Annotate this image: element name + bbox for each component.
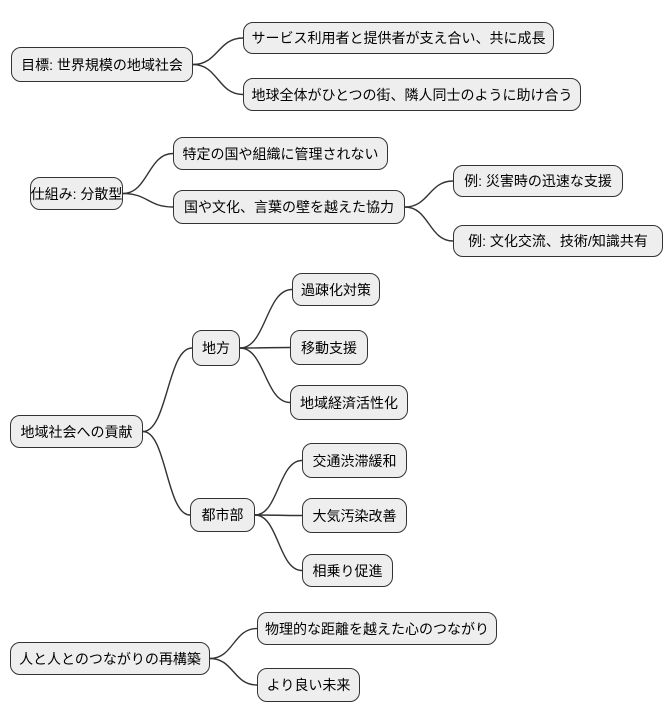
node-mechanism-no-central-control: 特定の国や組織に管理されない — [173, 137, 388, 170]
edge-mechanism-to-cooperation — [122, 192, 174, 208]
edge-rural-to-mobility — [239, 346, 291, 349]
node-urban-air-pollution: 大気汚染改善 — [302, 498, 407, 533]
edge-contribution-to-urban — [142, 430, 191, 516]
node-rural: 地方 — [192, 330, 240, 366]
node-rural-economy: 地域経済活性化 — [290, 385, 408, 420]
node-connection-beyond-distance: 物理的な距離を越えた心のつながり — [257, 612, 497, 645]
node-urban: 都市部 — [190, 498, 255, 532]
edge-urban-to-traffic — [254, 459, 303, 516]
edge-mechanism-to-no-central-control — [122, 152, 174, 195]
edge-cooperation-to-cultural-exchange — [404, 206, 454, 242]
edge-contribution-to-rural — [142, 347, 193, 433]
edge-urban-to-air-pollution — [254, 514, 303, 517]
node-rural-depopulation: 過疎化対策 — [292, 273, 380, 306]
node-mechanism: 仕組み: 分散型 — [30, 177, 123, 210]
node-urban-ridesharing: 相乗り促進 — [302, 554, 393, 587]
edge-connection-to-beyond-distance — [209, 627, 258, 660]
node-rural-mobility-support: 移動支援 — [290, 330, 368, 365]
node-community-contribution: 地域社会への貢献 — [10, 415, 143, 448]
edge-goal-to-mutual-growth — [192, 37, 244, 66]
edge-rural-to-depopulation — [239, 288, 293, 349]
edge-goal-to-global-town — [192, 63, 244, 96]
edge-connection-to-better-future — [209, 657, 258, 686]
node-goal-mutual-growth: サービス利用者と提供者が支え合い、共に成長 — [243, 22, 554, 54]
node-goal-global-town: 地球全体がひとつの街、隣人同士のように助け合う — [243, 78, 581, 111]
node-example-disaster-support: 例: 災害時の迅速な支援 — [453, 165, 623, 197]
node-human-connection: 人と人とのつながりの再構築 — [10, 642, 210, 675]
edge-urban-to-ridesharing — [254, 514, 303, 572]
node-mechanism-cross-border-cooperation: 国や文化、言葉の壁を越えた協力 — [173, 190, 405, 224]
node-urban-traffic: 交通渋滞緩和 — [302, 443, 407, 478]
node-goal: 目標: 世界規模の地域社会 — [11, 47, 193, 82]
node-example-cultural-exchange: 例: 文化交流、技術/知識共有 — [453, 225, 663, 257]
node-better-future: より良い未来 — [257, 668, 360, 702]
edge-rural-to-economy — [239, 347, 291, 404]
edge-cooperation-to-disaster-support — [404, 180, 454, 208]
